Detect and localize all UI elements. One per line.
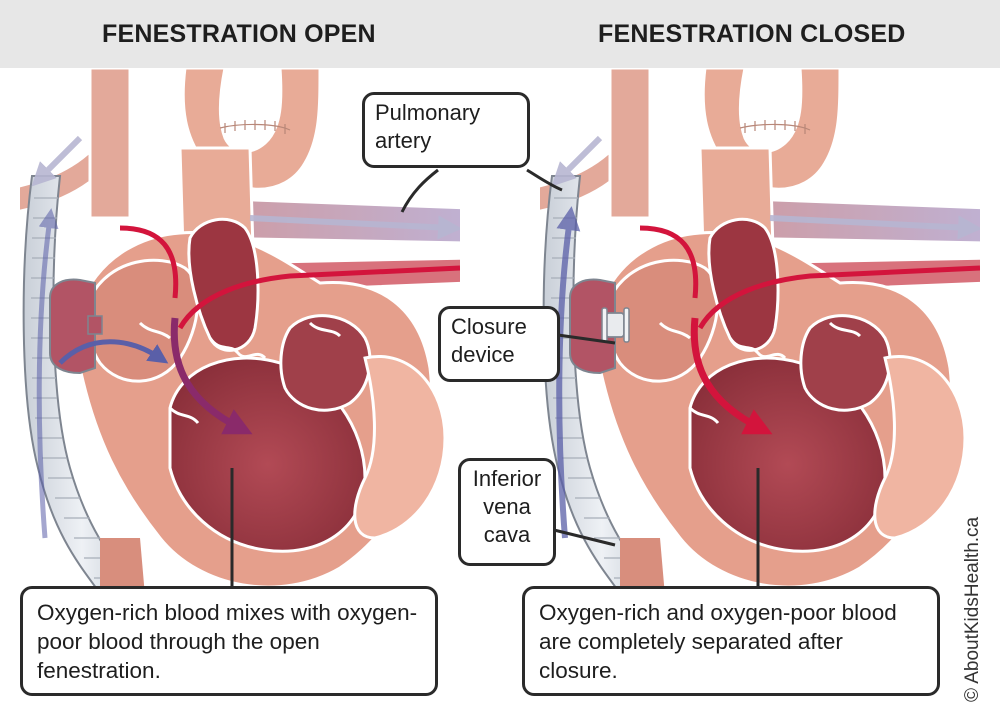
heart-illustration-closed bbox=[540, 68, 980, 596]
panel-title-open: FENESTRATION OPEN bbox=[102, 20, 376, 48]
title-bar: FENESTRATION OPEN FENESTRATION CLOSED bbox=[0, 0, 1000, 68]
closure-device-shape bbox=[601, 307, 630, 343]
copyright-credit: © AboutKidsHealth.ca bbox=[962, 516, 983, 702]
label-pulmonary-artery: Pulmonary artery bbox=[362, 92, 530, 168]
heart-illustration-open bbox=[20, 68, 460, 596]
panel-title-closed: FENESTRATION CLOSED bbox=[598, 20, 906, 48]
caption-closed: Oxygen-rich and oxygen-poor blood are co… bbox=[522, 586, 940, 696]
label-closure-device: Closure device bbox=[438, 306, 560, 382]
caption-open: Oxygen-rich blood mixes with oxygen-poor… bbox=[20, 586, 438, 696]
label-inferior-vena-cava: Inferior vena cava bbox=[458, 458, 556, 566]
